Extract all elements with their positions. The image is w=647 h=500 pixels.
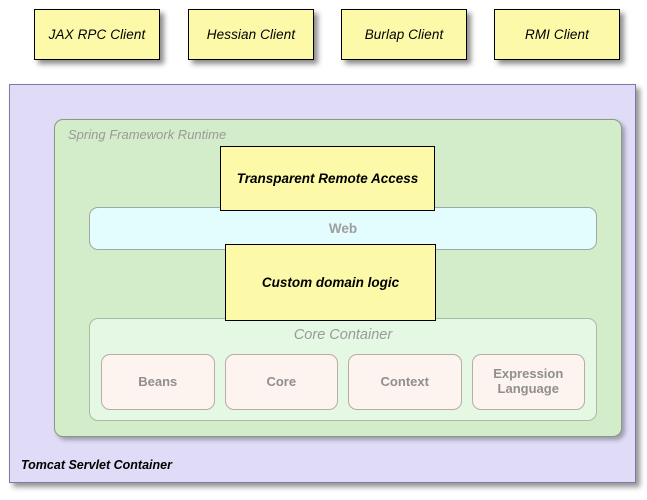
client-box-label: Hessian Client (206, 27, 296, 42)
overlay-label: Transparent Remote Access (236, 171, 419, 186)
core-module-expression-language[interactable]: Expression Language (471, 354, 585, 410)
core-module-label: Context (380, 373, 429, 389)
core-module-label: Core (266, 373, 297, 389)
web-layer-label: Web (328, 221, 358, 236)
client-box-jax-rpc[interactable]: JAX RPC Client (34, 9, 160, 60)
client-box-burlap[interactable]: Burlap Client (341, 9, 467, 60)
client-box-hessian[interactable]: Hessian Client (188, 9, 314, 60)
core-modules-row: Beans Core Context Expression Language (101, 354, 585, 410)
overlay-custom-domain-logic[interactable]: Custom domain logic (225, 244, 436, 321)
core-module-core[interactable]: Core (224, 354, 338, 410)
client-box-label: Burlap Client (364, 27, 444, 42)
overlay-transparent-remote-access[interactable]: Transparent Remote Access (220, 146, 435, 211)
core-module-label: Beans (138, 373, 178, 389)
client-box-label: JAX RPC Client (48, 27, 146, 42)
spring-framework-runtime-label: Spring Framework Runtime (68, 127, 227, 142)
client-box-label: RMI Client (524, 27, 589, 42)
core-module-context[interactable]: Context (348, 354, 462, 410)
core-module-label: Expression Language (493, 366, 564, 396)
core-module-beans[interactable]: Beans (101, 354, 215, 410)
tomcat-servlet-container-label: Tomcat Servlet Container (21, 458, 172, 472)
client-box-rmi[interactable]: RMI Client (494, 9, 620, 60)
core-container[interactable]: Core Container Beans Core Context Expres… (89, 318, 597, 421)
overlay-label: Custom domain logic (261, 275, 400, 290)
core-container-label: Core Container (293, 327, 393, 343)
